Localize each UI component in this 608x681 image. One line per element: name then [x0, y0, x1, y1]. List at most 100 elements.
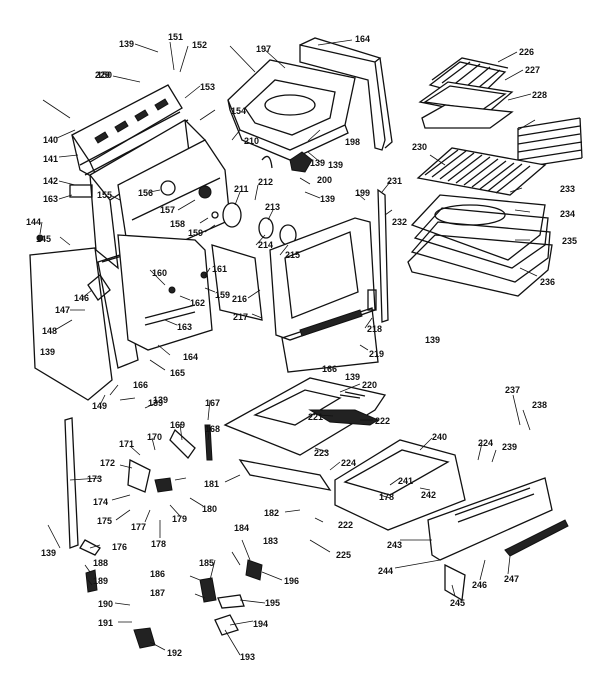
part-label: 171	[119, 439, 134, 449]
part-label: 212	[258, 177, 273, 187]
support-bar-part	[211, 244, 263, 321]
part-label: 190	[98, 599, 113, 609]
part-label: 213	[265, 202, 280, 212]
part-label: 226	[519, 47, 534, 57]
part-label: 165	[170, 368, 185, 378]
part-label: 241	[398, 476, 413, 486]
part-label: 247	[504, 574, 519, 584]
control-panel-part	[71, 84, 189, 182]
part-label: 139	[153, 395, 168, 405]
part-label: 224	[478, 438, 493, 448]
part-label: 164	[355, 34, 370, 44]
part-label: 178	[151, 539, 166, 549]
part-label: 157	[160, 205, 175, 215]
part-label: 161	[212, 264, 227, 274]
part-label: 237	[505, 385, 520, 395]
part-label: 153	[200, 82, 215, 92]
part-label: 218	[367, 324, 382, 334]
part-label: 219	[369, 349, 384, 359]
part-label: 199	[355, 188, 370, 198]
part-label: 142	[43, 176, 58, 186]
part-label: 246	[472, 580, 487, 590]
part-label: 177	[131, 522, 146, 532]
part-label: 183	[263, 536, 278, 546]
part-label: 243	[387, 540, 402, 550]
leader-lines	[39, 39, 538, 656]
part-label: 224	[341, 458, 356, 468]
part-label: 154	[231, 106, 246, 116]
part-label: 179	[172, 514, 187, 524]
part-label: 194	[253, 619, 268, 629]
part-label: 223	[314, 448, 329, 458]
part-label: 197	[256, 44, 271, 54]
part-label: 193	[240, 652, 255, 662]
part-label: 229	[95, 70, 110, 80]
part-label: 166	[322, 364, 337, 374]
part-label: 163	[177, 322, 192, 332]
part-label: 182	[264, 508, 279, 518]
part-label: 139	[425, 335, 440, 345]
part-label: 164	[183, 352, 198, 362]
part-label: 236	[540, 277, 555, 287]
part-label: 192	[167, 648, 182, 658]
parts-drawing	[29, 37, 583, 649]
part-label: 217	[233, 312, 248, 322]
broiler-pan-part	[418, 57, 514, 129]
part-label: 220	[362, 380, 377, 390]
part-label: 172	[100, 458, 115, 468]
oven-door-part	[269, 217, 379, 373]
part-label: 139	[148, 398, 163, 408]
part-label: 230	[412, 142, 427, 152]
part-label: 222	[338, 520, 353, 530]
part-label: 146	[74, 293, 89, 303]
part-label: 235	[562, 236, 577, 246]
part-label: 139	[40, 347, 55, 357]
part-label: 139	[310, 158, 325, 168]
backguard-part	[299, 37, 393, 151]
part-label: 148	[42, 326, 57, 336]
part-label: 191	[98, 618, 113, 628]
part-label: 173	[87, 474, 102, 484]
part-label: 159	[215, 290, 230, 300]
part-label: 181	[204, 479, 219, 489]
part-label: 211	[234, 184, 249, 194]
part-label: 222	[375, 416, 390, 426]
part-label: 245	[450, 598, 465, 608]
storage-drawer-part	[334, 439, 569, 602]
part-label: 145	[36, 234, 51, 244]
part-label: 139	[41, 548, 56, 558]
part-label: 141	[43, 154, 58, 164]
part-label: 215	[285, 250, 300, 260]
part-label: 158	[170, 219, 185, 229]
side-trim-part	[517, 117, 583, 169]
part-label: 140	[43, 135, 58, 145]
part-label: 186	[150, 569, 165, 579]
part-label: 184	[234, 523, 249, 533]
part-label: 238	[532, 400, 547, 410]
part-label: 152	[192, 40, 207, 50]
part-label: 163	[43, 194, 58, 204]
part-label: 221	[308, 412, 323, 422]
oven-rack-part	[416, 147, 547, 196]
part-label: 198	[345, 137, 360, 147]
part-label: 233	[560, 184, 575, 194]
part-label: 176	[112, 542, 127, 552]
oven-bottom-part	[407, 194, 553, 297]
vertical-trim-part	[97, 254, 139, 369]
part-label: 151	[168, 32, 183, 42]
part-label: 150	[97, 70, 112, 80]
burner-parts	[222, 151, 313, 246]
part-label: 149	[92, 401, 107, 411]
part-label: 139	[320, 194, 335, 204]
part-label: 185	[199, 558, 214, 568]
part-label: 189	[93, 576, 108, 586]
part-label: 139	[119, 39, 134, 49]
cabinet-front-part	[117, 234, 213, 351]
part-label: 139	[345, 372, 360, 382]
part-label: 225	[336, 550, 351, 560]
door-trim-part	[367, 188, 389, 323]
part-label: 227	[525, 65, 540, 75]
part-label: 196	[284, 576, 299, 586]
part-label: 244	[378, 566, 393, 576]
